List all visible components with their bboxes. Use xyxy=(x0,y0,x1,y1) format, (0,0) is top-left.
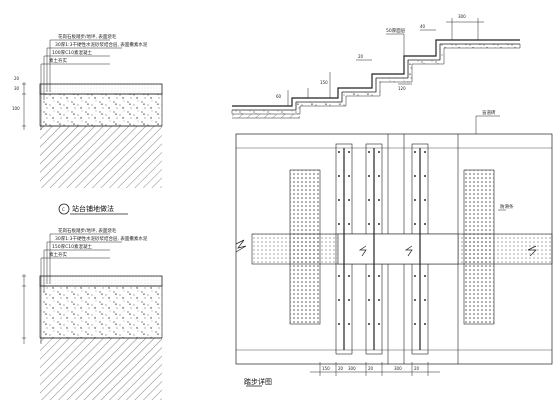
plan-dim-1: 150 xyxy=(322,366,330,371)
concrete-layer-bottom xyxy=(39,285,163,339)
layer-label-4: 素土夯实 xyxy=(49,59,67,64)
section-top xyxy=(22,39,163,215)
dim-label-1: 30 xyxy=(14,86,20,91)
stair-plan xyxy=(235,115,553,387)
callout-title-top: 站台铺地做法 xyxy=(72,205,114,213)
plan-dim-3: 300 xyxy=(348,366,356,371)
stair-dim-6: 120 xyxy=(398,86,406,91)
stair-dim-5: 60 xyxy=(276,94,282,99)
stair-dim-1: 300 xyxy=(458,14,466,19)
paving-layer-bottom xyxy=(39,275,163,287)
stair-profile xyxy=(232,39,520,107)
plan-dim-2: 20 xyxy=(338,366,344,371)
plan-dim-5: 20 xyxy=(414,366,420,371)
stair-label: 50厚面层 xyxy=(386,29,406,34)
dim-label-2: 100 xyxy=(12,106,20,111)
concrete-layer-top xyxy=(39,93,163,127)
layer-label-b1: 花岗石板踏步/地坪, 表面烧毛 xyxy=(58,229,117,234)
layer-label-b2: 30厚1:3干硬性水泥砂浆结合层, 表面撒素水泥 xyxy=(55,237,148,242)
callout-num-top: C xyxy=(62,207,65,212)
soil-layer-bottom xyxy=(40,338,162,400)
layer-label-1: 花岗石板踏步/地坪, 表面烧毛 xyxy=(58,35,117,40)
stair-dim-3: 40 xyxy=(420,24,426,29)
stair-section xyxy=(231,18,521,119)
layer-label-b4: 素土夯实 xyxy=(49,253,67,258)
plan-title: 踏步详图 xyxy=(244,378,272,386)
plan-dim-4: 20 xyxy=(368,366,374,371)
dim-label-3: 20 xyxy=(14,76,20,81)
layer-label-2: 30厚1:3干硬性水泥砂浆结合层, 表面撒素水泥 xyxy=(55,43,148,48)
plan-label-a: 盲道砖 xyxy=(482,111,496,116)
soil-layer-top xyxy=(40,126,162,188)
layer-label-b3: 150厚C10素混凝土 xyxy=(52,245,92,250)
layer-label-3: 100厚C10素混凝土 xyxy=(52,51,92,56)
paving-layer-top xyxy=(39,83,163,95)
section-bottom xyxy=(22,233,163,400)
plan-label-b: 防滑条 xyxy=(500,205,514,210)
stair-dim-4: 20 xyxy=(358,54,364,59)
callout-marker-top xyxy=(58,203,70,215)
plan-dim-6: 300 xyxy=(394,366,402,371)
stair-dim-2: 150 xyxy=(320,80,328,85)
